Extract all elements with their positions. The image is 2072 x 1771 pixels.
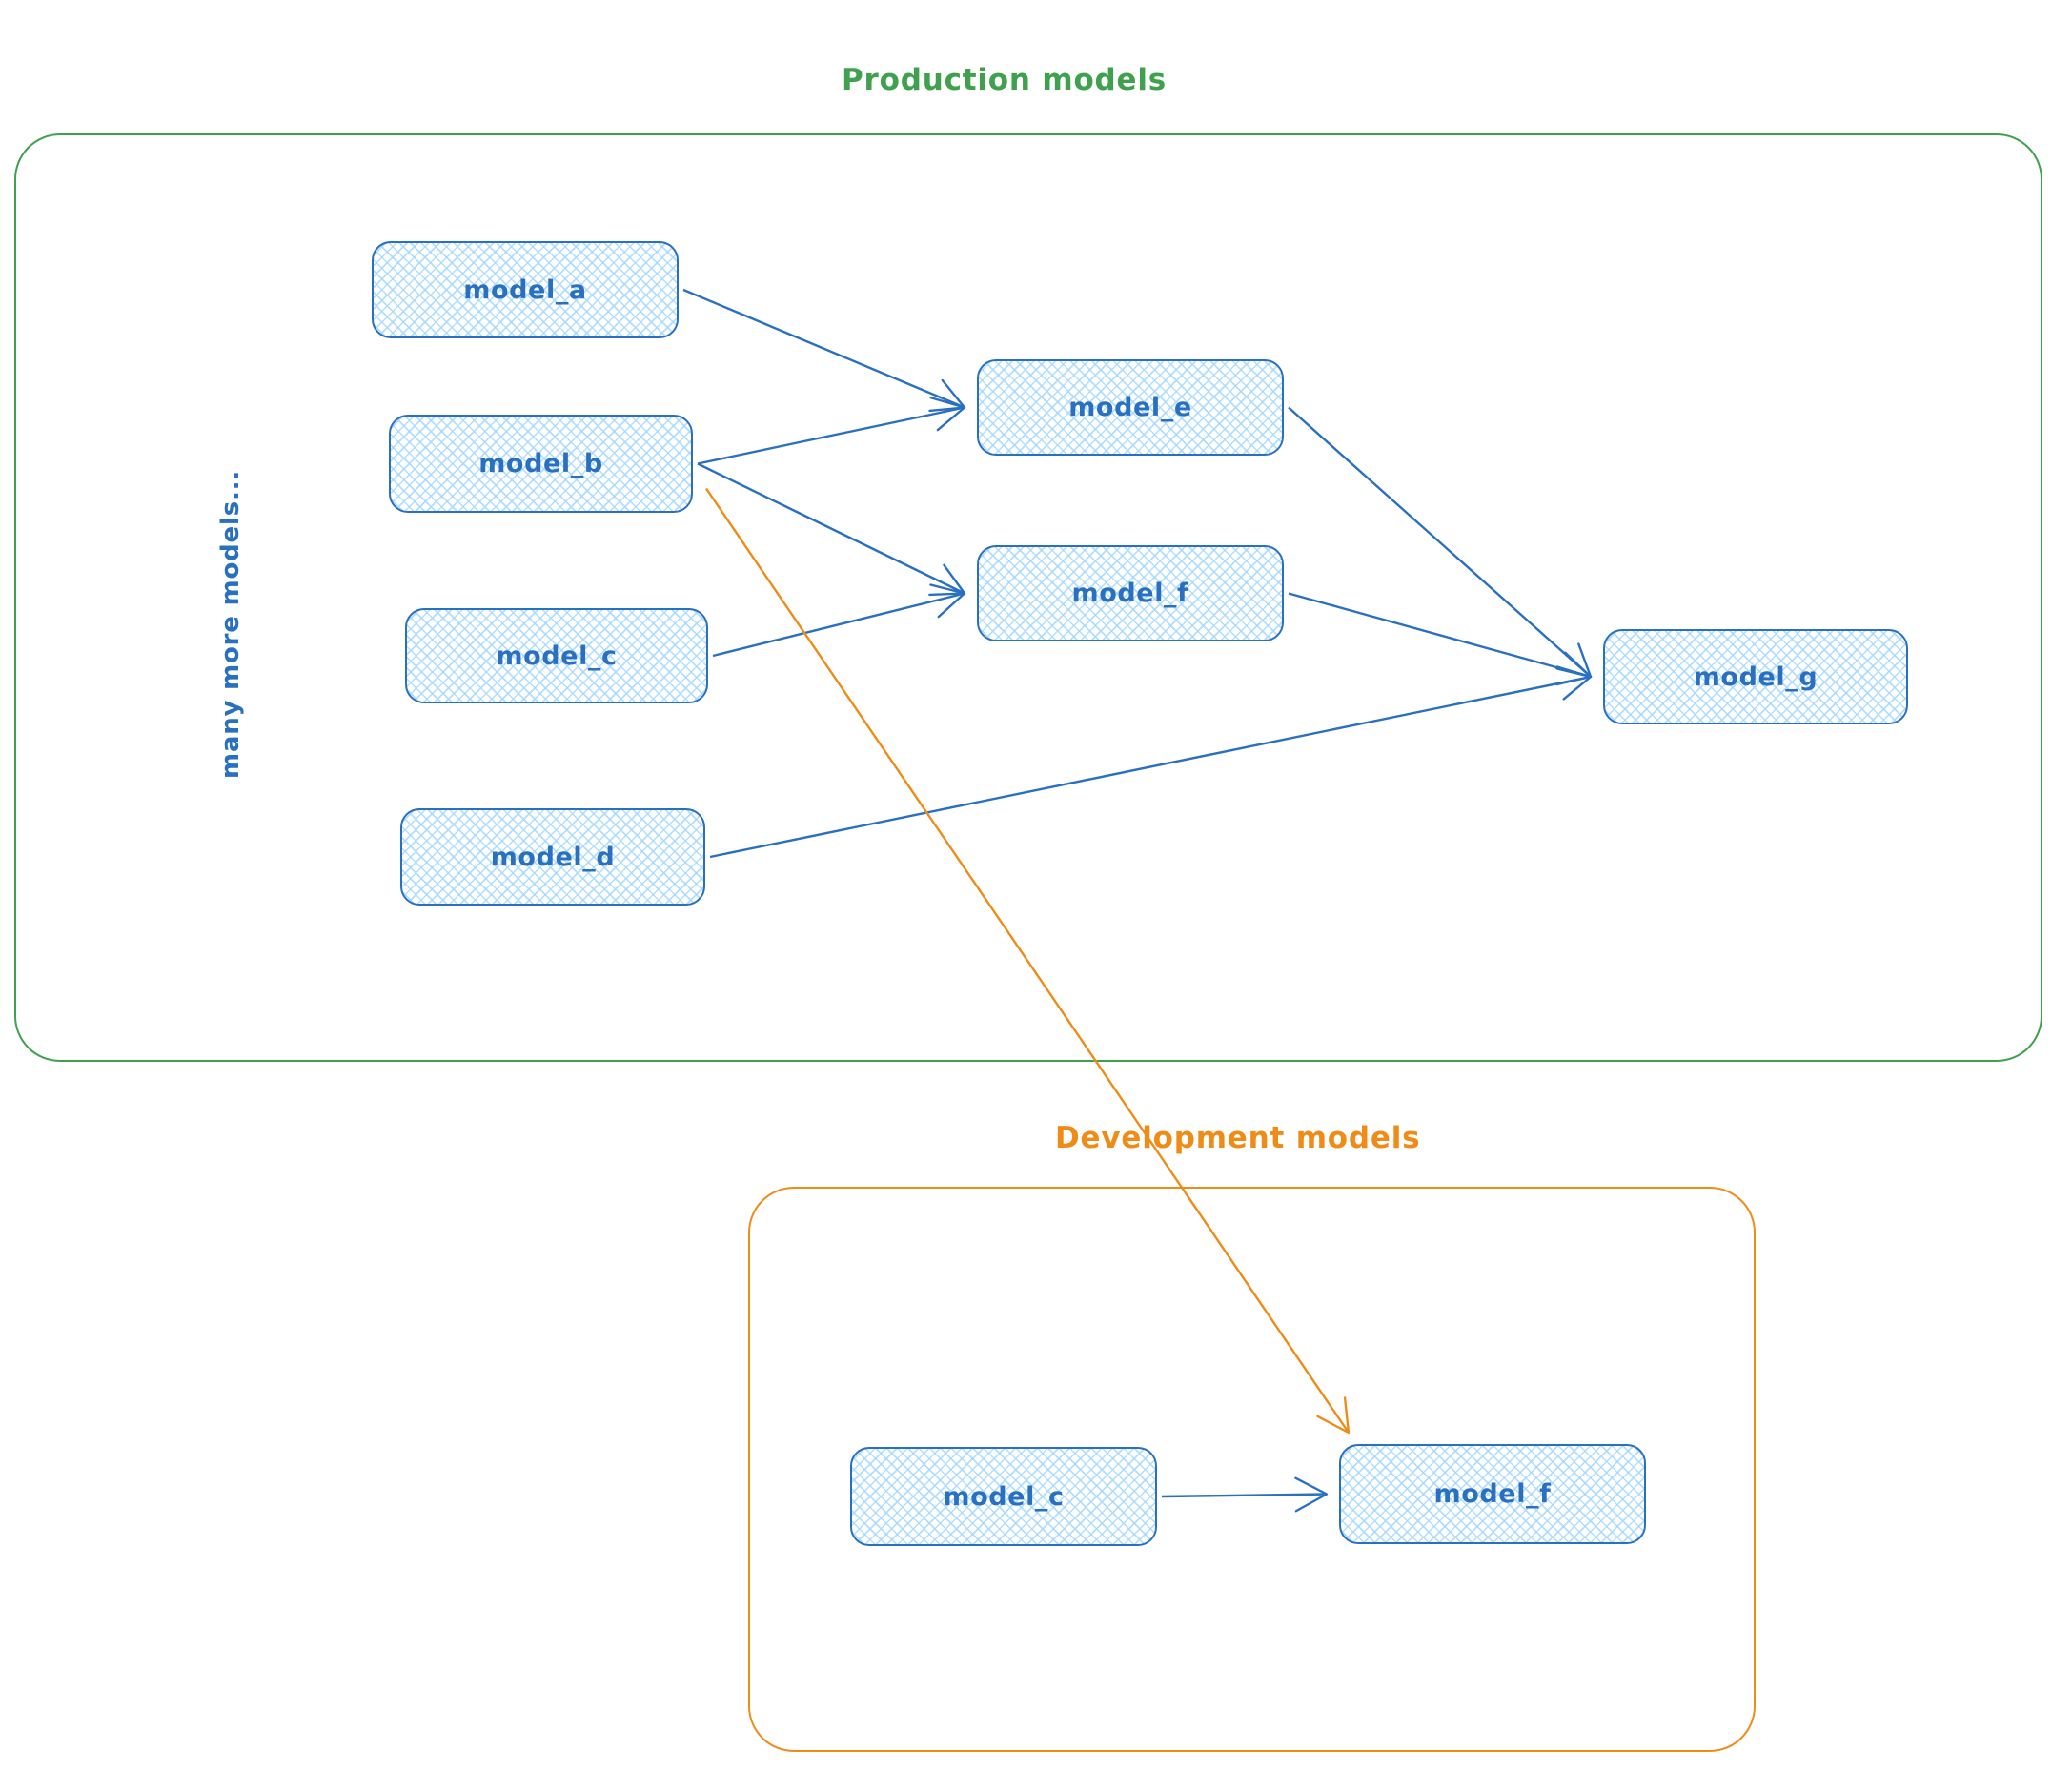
- node-model_e: model_e: [977, 359, 1284, 456]
- node-label: model_c: [496, 641, 618, 671]
- node-model_g: model_g: [1603, 629, 1908, 724]
- node-label: model_d: [490, 842, 616, 872]
- node-model_b: model_b: [389, 415, 693, 513]
- node-label: model_e: [1068, 393, 1192, 422]
- node-model_d: model_d: [400, 808, 705, 906]
- node-label: model_c: [943, 1481, 1065, 1512]
- node-label: model_a: [463, 275, 587, 305]
- node-model_c: model_c: [405, 608, 708, 703]
- node-label: model_f: [1433, 1479, 1552, 1509]
- production-group-title: Production models: [842, 63, 1168, 97]
- node-model_f: model_f: [977, 545, 1284, 641]
- node-label: model_b: [478, 449, 603, 478]
- node-dev_model_f: model_f: [1339, 1444, 1646, 1544]
- node-label: model_f: [1071, 579, 1189, 608]
- node-model_a: model_a: [372, 241, 679, 338]
- node-label: model_g: [1693, 662, 1818, 692]
- node-dev_model_c: model_c: [850, 1447, 1157, 1546]
